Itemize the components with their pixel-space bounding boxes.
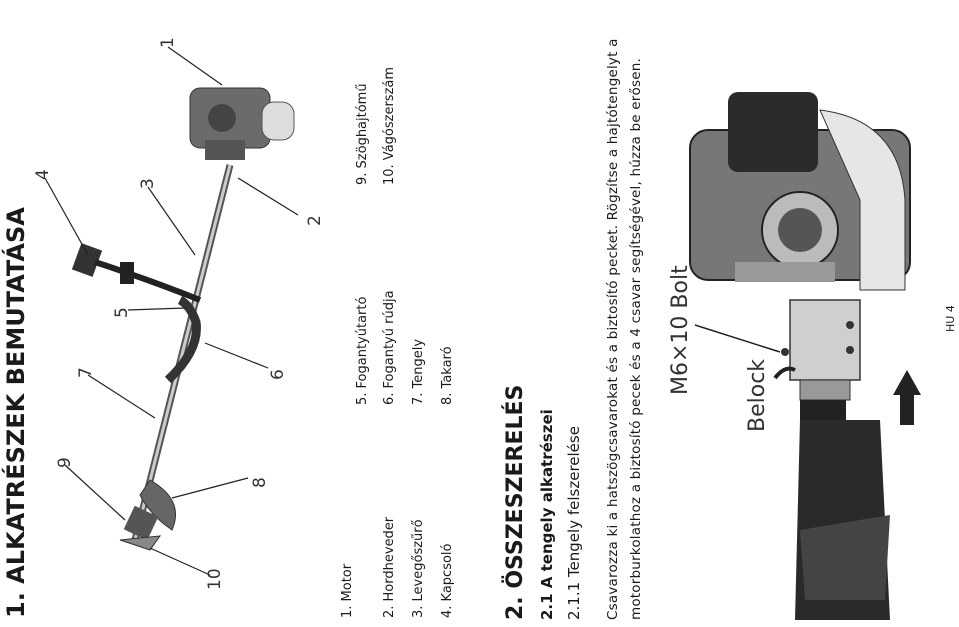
direction-arrow-drawing	[893, 370, 921, 425]
bolt-label: M6×10 Bolt	[668, 265, 693, 395]
engine-drawing	[189, 87, 295, 160]
belock-label: Belock	[745, 358, 770, 432]
handle-drawing	[71, 243, 202, 384]
engine-housing-drawing	[689, 92, 911, 291]
page-number: HU 4	[944, 305, 957, 332]
shaft-lower-drawing	[795, 420, 890, 620]
leader-lines	[44, 46, 299, 576]
guard-drawing	[119, 479, 176, 551]
